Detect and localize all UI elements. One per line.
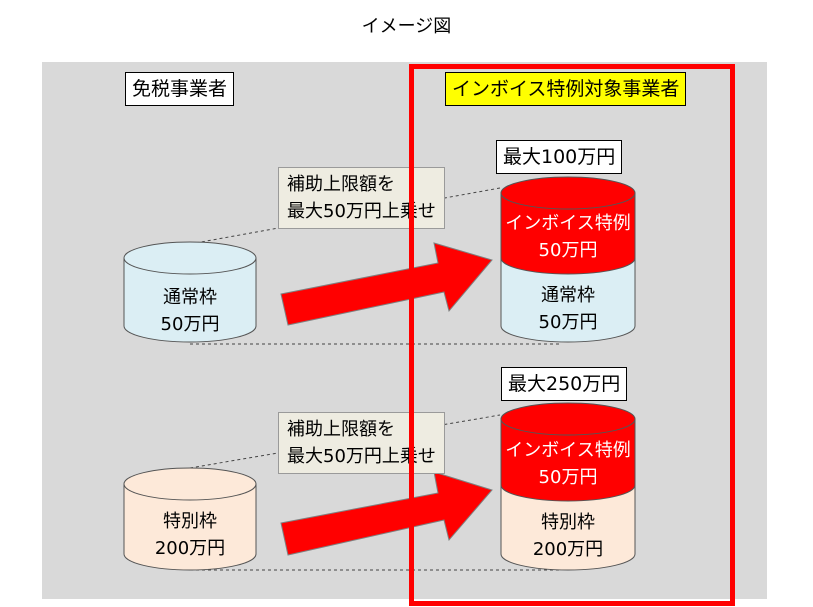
tax-exempt-business-label: 免税事業者 bbox=[125, 72, 235, 106]
note-line: 最大50万円上乗せ bbox=[287, 446, 436, 467]
special-plus-invoice-cylinder bbox=[500, 402, 636, 571]
cylinder-amount: 50万円 bbox=[538, 312, 598, 333]
cylinder-amount: 200万円 bbox=[532, 539, 604, 560]
note-line: 補助上限額を bbox=[287, 174, 395, 195]
normal-frame-cylinder bbox=[123, 241, 257, 343]
cylinder-label: インボイス特例 bbox=[505, 440, 631, 461]
invoice-special-business-label: インボイス特例対象事業者 bbox=[445, 72, 687, 106]
cylinder-amount: 50万円 bbox=[538, 467, 598, 488]
subsidy-increase-note-bottom: 補助上限額を 最大50万円上乗せ bbox=[278, 412, 445, 474]
invoice-special-text-bottom: インボイス特例 50万円 bbox=[501, 437, 635, 491]
invoice-special-text-top: インボイス特例 50万円 bbox=[501, 210, 635, 264]
cylinder-amount: 50万円 bbox=[538, 240, 598, 261]
normal-plus-invoice-cylinder bbox=[500, 176, 636, 343]
upgrade-arrow bbox=[280, 471, 493, 556]
normal-frame-stack-text: 通常枠 50万円 bbox=[501, 282, 635, 336]
figure-title: イメージ図 bbox=[361, 16, 452, 37]
cylinder-label: 特別枠 bbox=[541, 512, 595, 533]
note-line: 最大50万円上乗せ bbox=[287, 201, 436, 222]
special-frame-stack-text: 特別枠 200万円 bbox=[501, 509, 635, 563]
max-amount-bottom-label: 最大250万円 bbox=[501, 367, 628, 401]
cylinder-amount: 50万円 bbox=[160, 314, 220, 335]
invoice-special-highlight-frame bbox=[409, 64, 735, 606]
cylinder-label: 特別枠 bbox=[163, 511, 217, 532]
subsidy-increase-note-top: 補助上限額を 最大50万円上乗せ bbox=[278, 167, 445, 229]
special-frame-text: 特別枠 200万円 bbox=[124, 508, 256, 562]
normal-frame-text: 通常枠 50万円 bbox=[124, 284, 256, 338]
cylinder-label: 通常枠 bbox=[163, 287, 217, 308]
note-line: 補助上限額を bbox=[287, 419, 395, 440]
upgrade-arrow bbox=[280, 242, 493, 326]
cylinder-label: 通常枠 bbox=[541, 285, 595, 306]
max-amount-top-label: 最大100万円 bbox=[496, 140, 623, 174]
cylinder-label: インボイス特例 bbox=[505, 213, 631, 234]
special-frame-cylinder bbox=[123, 467, 257, 571]
cylinder-amount: 200万円 bbox=[154, 538, 226, 559]
